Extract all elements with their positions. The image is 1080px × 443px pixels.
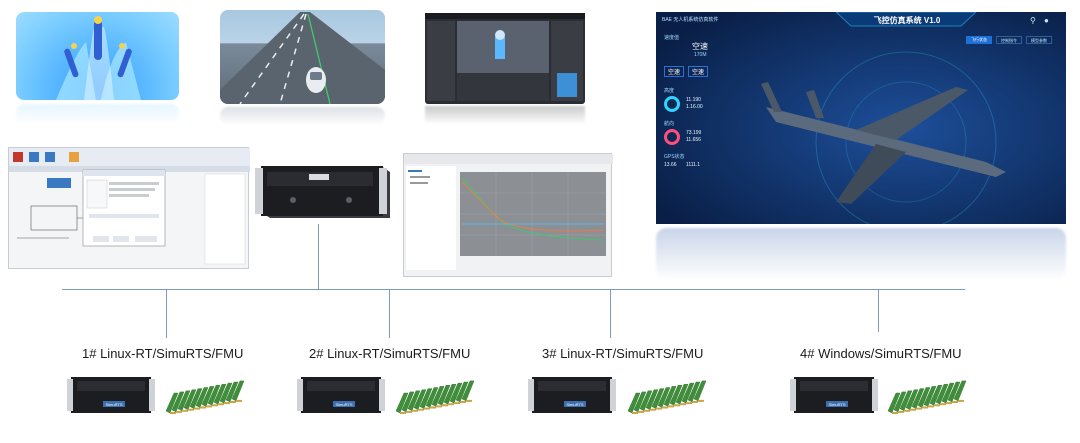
node4-label: 4# Windows/SimuRTS/FMU bbox=[800, 346, 962, 361]
node3-io-cards bbox=[627, 377, 710, 415]
flight-hud-background bbox=[656, 12, 1066, 224]
rack-server-icon: SimuRTS bbox=[528, 377, 616, 413]
server-brand-tag: SimuRTS bbox=[335, 402, 352, 407]
signal-plot-screenshot bbox=[403, 153, 613, 277]
io-card-stack-icon bbox=[627, 380, 707, 414]
server-brand-tag: SimuRTS bbox=[828, 402, 845, 407]
node1-label: 1# Linux-RT/SimuRTS/FMU bbox=[82, 346, 244, 361]
flight-app-title: 飞控仿真系统 V1.0 bbox=[873, 16, 941, 25]
cfd-rocket-illustration bbox=[56, 16, 141, 100]
cfd-reflection bbox=[16, 104, 179, 124]
model-editor-illustration bbox=[9, 148, 250, 265]
io-card-stack-icon bbox=[165, 380, 245, 414]
drone-aircraft-icon bbox=[761, 82, 1006, 204]
network-bus bbox=[62, 289, 965, 290]
node4-server: SimuRTS bbox=[790, 375, 878, 415]
node2-server: SimuRTS bbox=[297, 375, 385, 415]
heading-panel-title: 航向 bbox=[664, 121, 675, 127]
tab-control-command[interactable]: 控制指令 bbox=[996, 36, 1022, 44]
node4-drop-line bbox=[878, 290, 879, 332]
flight-window-reflection bbox=[656, 228, 1066, 280]
rack-server-icon: SimuRTS bbox=[297, 377, 385, 413]
server-brand-tag: SimuRTS bbox=[566, 402, 583, 407]
node4-io-cards bbox=[887, 377, 970, 415]
node2-drop-line bbox=[389, 290, 390, 338]
altitude-value-2: 1.16.00 bbox=[686, 104, 703, 110]
node3-drop-line bbox=[610, 290, 611, 338]
robot-3d-simulation-thumbnail bbox=[425, 13, 585, 104]
airspeed-button-b[interactable]: 空速 bbox=[688, 66, 709, 77]
flight-header-left: BAE 无人机系统仿真软件 bbox=[662, 17, 719, 23]
tab-flight-status[interactable]: 飞行状态 bbox=[966, 36, 992, 44]
heading-value-1: 73.199 bbox=[686, 130, 702, 136]
node3-server: SimuRTS bbox=[528, 375, 616, 415]
cfd-simulation-thumbnail bbox=[16, 12, 179, 100]
search-icon[interactable]: ⚲ bbox=[1030, 16, 1036, 25]
speed-sub-value: 170M bbox=[694, 52, 707, 58]
node3-label: 3# Linux-RT/SimuRTS/FMU bbox=[542, 346, 704, 361]
rack-server-icon: SimuRTS bbox=[790, 377, 878, 413]
speed-mode-value: 空速 bbox=[692, 42, 708, 51]
flight-control-simulator-window: BAE 无人机系统仿真软件 飞控仿真系统 V1.0 ⚲ ● 飞行状态 控制指令 … bbox=[656, 12, 1066, 224]
tab-model-params[interactable]: 模型参数 bbox=[1026, 36, 1052, 44]
highway-illustration bbox=[220, 12, 385, 104]
node2-io-cards bbox=[395, 377, 478, 415]
node1-drop-line bbox=[166, 290, 167, 338]
altitude-panel-title: 高度 bbox=[664, 88, 675, 94]
3d-editor-illustration bbox=[425, 13, 585, 101]
road-simulation-thumbnail bbox=[220, 10, 385, 104]
road-reflection bbox=[220, 107, 385, 125]
user-icon[interactable]: ● bbox=[1044, 16, 1049, 25]
heading-value-2: 11.656 bbox=[686, 137, 701, 143]
robot-3d-reflection bbox=[425, 106, 585, 124]
main-rack-server bbox=[253, 162, 390, 224]
flight-left-panel: 速度值 空速 170M 空速 空速 高度 11.190 1.16.00 航向 7… bbox=[664, 34, 726, 214]
main-server-uplink bbox=[318, 224, 319, 290]
rack-server-illustration bbox=[255, 166, 390, 218]
airspeed-button-a[interactable]: 空速 bbox=[664, 66, 685, 77]
heading-gauge-icon bbox=[664, 129, 680, 145]
io-card-stack-icon bbox=[395, 380, 475, 414]
io-card-stack-icon bbox=[887, 380, 967, 414]
altitude-value-1: 11.190 bbox=[686, 97, 701, 103]
gps-value-2: 1111.1 bbox=[685, 162, 701, 168]
gps-value-1: 13.66 bbox=[664, 162, 677, 168]
server-brand-tag: SimuRTS bbox=[105, 402, 122, 407]
altitude-gauge-icon bbox=[664, 96, 680, 112]
simulink-model-screenshot bbox=[8, 147, 250, 269]
node2-label: 2# Linux-RT/SimuRTS/FMU bbox=[309, 346, 471, 361]
gps-panel-title: GPS状态 bbox=[664, 154, 685, 160]
speed-panel-title: 速度值 bbox=[664, 35, 680, 41]
rack-server-icon: SimuRTS bbox=[67, 377, 155, 413]
node1-server: SimuRTS bbox=[67, 375, 155, 415]
plot-window-illustration bbox=[404, 154, 613, 270]
node1-io-cards bbox=[165, 377, 248, 415]
